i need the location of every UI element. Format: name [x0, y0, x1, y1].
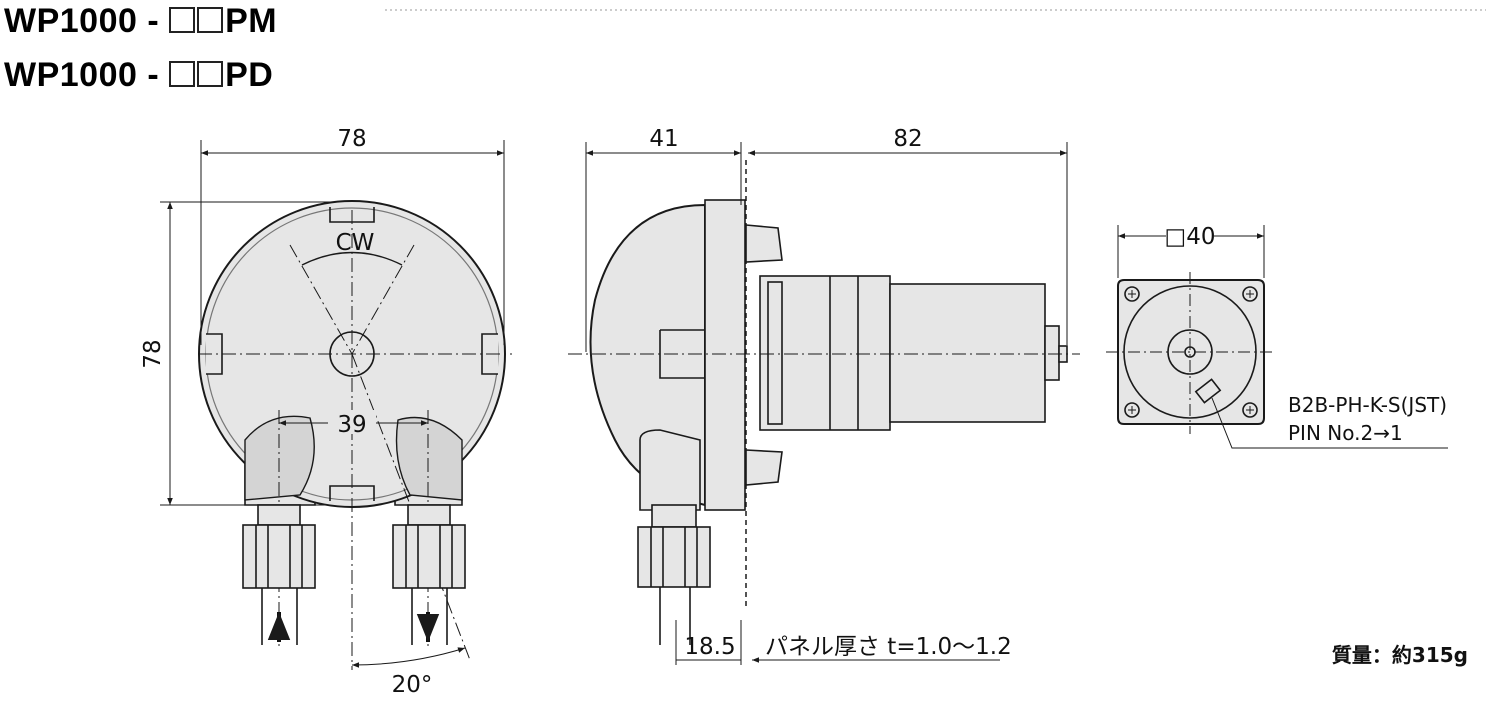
model-title-pd-prefix: WP1000 -	[4, 56, 170, 94]
angle-label: 20°	[392, 672, 433, 698]
pump-flange	[704, 199, 746, 511]
left-fitting-nut	[242, 524, 316, 589]
port-spacing-label: 39	[337, 412, 366, 438]
rear-view	[1117, 279, 1265, 425]
mass-label: 質量：約315g	[1332, 643, 1468, 667]
side-rear-depth-label: 82	[893, 126, 922, 152]
side-front-depth-label: 41	[649, 126, 678, 152]
lower-fitting-body	[639, 429, 701, 511]
placeholder-box-icon	[169, 7, 196, 33]
front-view	[198, 200, 512, 670]
placeholder-box-icon	[197, 61, 224, 87]
motor-boss	[1044, 325, 1060, 381]
right-lobe	[395, 416, 463, 501]
right-fitting-nut	[392, 524, 466, 589]
upper-panel-clip	[745, 224, 783, 263]
connector-note: B2B-PH-K-S(JST)	[1288, 393, 1447, 417]
model-title-pm-prefix: WP1000 -	[4, 2, 170, 40]
placeholder-box-icon	[197, 7, 224, 33]
lower-panel-clip	[745, 449, 783, 486]
motor-flange	[759, 275, 891, 431]
left-fitting-neck	[257, 504, 301, 526]
model-title-pd-suffix: PD	[225, 56, 274, 94]
pin-note: PIN No.2→1	[1288, 421, 1403, 445]
model-title-pd: WP1000 - PD	[4, 58, 273, 92]
side-fitting-nut	[637, 526, 711, 588]
model-title-pm: WP1000 - PM	[4, 4, 277, 38]
front-height-label: 78	[140, 339, 166, 368]
left-lobe	[244, 415, 315, 501]
panel-thickness-label: パネル厚さ t=1.0〜1.2	[765, 634, 1012, 660]
side-view	[589, 160, 1068, 645]
square-size-label: □40	[1165, 224, 1216, 250]
placeholder-box-icon	[169, 61, 196, 87]
front-width-label: 78	[337, 126, 366, 152]
side-offset-label: 18.5	[684, 634, 735, 660]
connector-icon	[1194, 378, 1222, 404]
rotation-label: CW	[336, 230, 375, 256]
motor-body	[889, 283, 1046, 423]
right-fitting-neck	[407, 504, 451, 526]
model-title-pm-suffix: PM	[225, 2, 278, 40]
